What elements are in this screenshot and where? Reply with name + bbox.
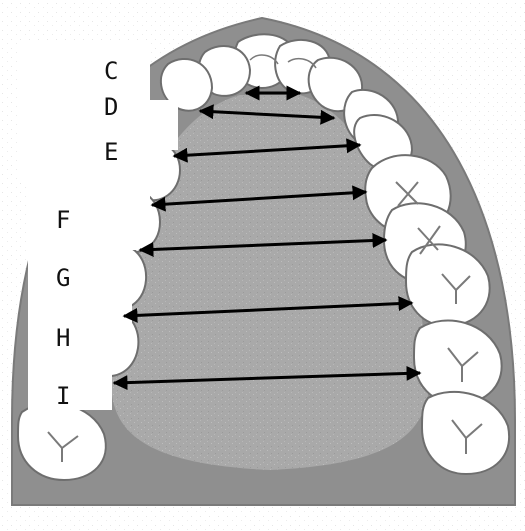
label-d: D (104, 93, 118, 121)
label-g: G (56, 264, 70, 292)
label-e: E (104, 138, 118, 166)
label-f: F (56, 206, 70, 234)
label-c: C (104, 57, 118, 85)
label-h: H (56, 324, 70, 352)
label-i: I (56, 382, 70, 410)
